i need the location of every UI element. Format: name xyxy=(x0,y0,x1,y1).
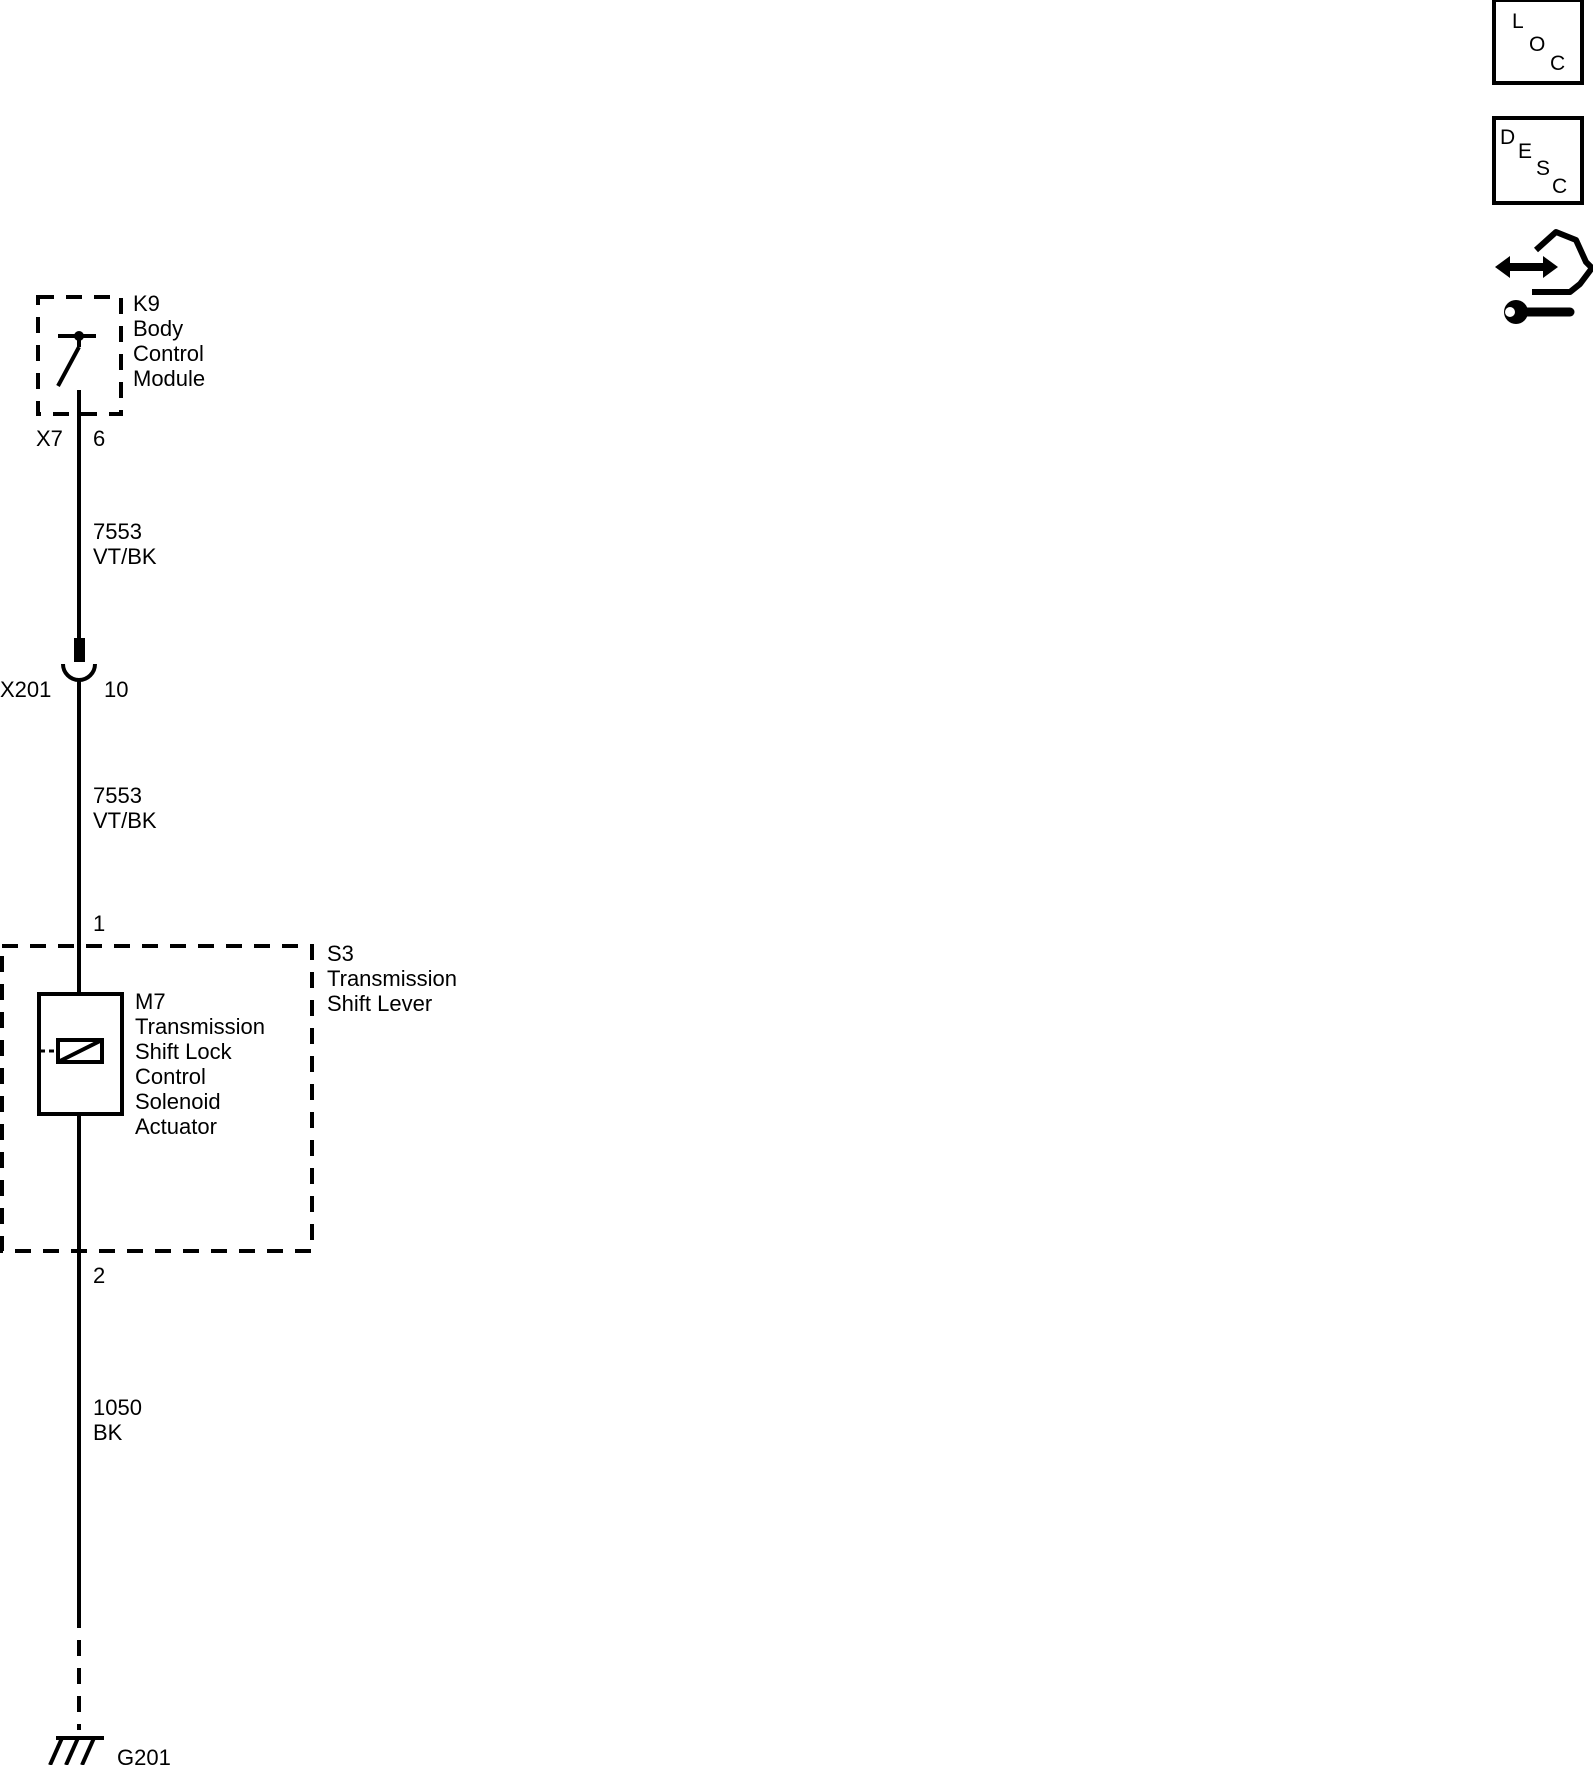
wire-1-color-label: VT/BK xyxy=(93,544,157,569)
x201-inline-connector[interactable] xyxy=(61,638,97,682)
k9-pin-label: 6 xyxy=(93,426,105,451)
connector-repair-icon xyxy=(1495,229,1593,324)
s3-name-line-1: Transmission xyxy=(327,966,457,991)
x201-pin-label: 10 xyxy=(104,677,128,702)
loc-icon xyxy=(1492,0,1584,85)
m7-name-line-2: Shift Lock xyxy=(135,1039,233,1064)
k9-name-line-3: Module xyxy=(133,366,205,391)
connector-repair-button[interactable] xyxy=(1495,229,1593,324)
k9-connector-label: X7 xyxy=(36,426,63,451)
desc-letter-3: S xyxy=(1536,157,1550,180)
k9-switch-symbol xyxy=(56,331,96,387)
desc-button[interactable]: D E S C xyxy=(1492,116,1584,205)
loc-letter-1: L xyxy=(1512,10,1524,33)
m7-name-line-1: Transmission xyxy=(135,1014,265,1039)
s3-transmission-shift-lever[interactable]: S3 Transmission Shift Lever xyxy=(0,941,457,1253)
k9-name-line-2: Control xyxy=(133,341,204,366)
wire-1-circuit-label: 7553 xyxy=(93,519,142,544)
s3-pin-bottom-label: 2 xyxy=(93,1263,105,1288)
k9-module-boundary xyxy=(36,295,123,416)
k9-name-line-1: Body xyxy=(133,316,183,341)
x201-female-terminal xyxy=(61,663,97,682)
k9-ref-label: K9 xyxy=(133,291,160,316)
desc-letter-1: D xyxy=(1500,126,1515,149)
m7-name-line-3: Control xyxy=(135,1064,206,1089)
x201-ref-label: X201 xyxy=(0,677,51,702)
m7-name-line-4: Solenoid xyxy=(135,1089,221,1114)
wire-3-color-label: BK xyxy=(93,1420,123,1445)
loc-letter-3: C xyxy=(1550,52,1565,75)
wire-2-circuit-label: 7553 xyxy=(93,783,142,808)
s3-component-boundary xyxy=(0,944,314,1253)
wire-2-color-label: VT/BK xyxy=(93,808,157,833)
desc-icon xyxy=(1492,116,1584,205)
ground-symbol-icon xyxy=(48,1736,104,1766)
m7-ref-label: M7 xyxy=(135,989,166,1014)
m7-shift-lock-solenoid[interactable]: M7 Transmission Shift Lock Control Solen… xyxy=(37,989,265,1139)
x201-male-terminal xyxy=(74,638,85,662)
loc-button[interactable]: L O C xyxy=(1492,0,1584,85)
s3-name-line-2: Shift Lever xyxy=(327,991,432,1016)
solenoid-coil-icon xyxy=(40,1038,104,1064)
loc-letter-2: O xyxy=(1529,33,1545,56)
s3-pin-top-label: 1 xyxy=(93,911,105,936)
wire-3-circuit-label: 1050 xyxy=(93,1395,142,1420)
g201-ref-label: G201 xyxy=(117,1745,171,1765)
k9-body-control-module[interactable]: K9 Body Control Module xyxy=(36,291,205,416)
g201-ground[interactable]: G201 xyxy=(48,1736,171,1770)
desc-letter-4: C xyxy=(1552,175,1567,198)
m7-name-line-5: Actuator xyxy=(135,1114,217,1139)
s3-ref-label: S3 xyxy=(327,941,354,966)
desc-letter-2: E xyxy=(1518,140,1532,163)
